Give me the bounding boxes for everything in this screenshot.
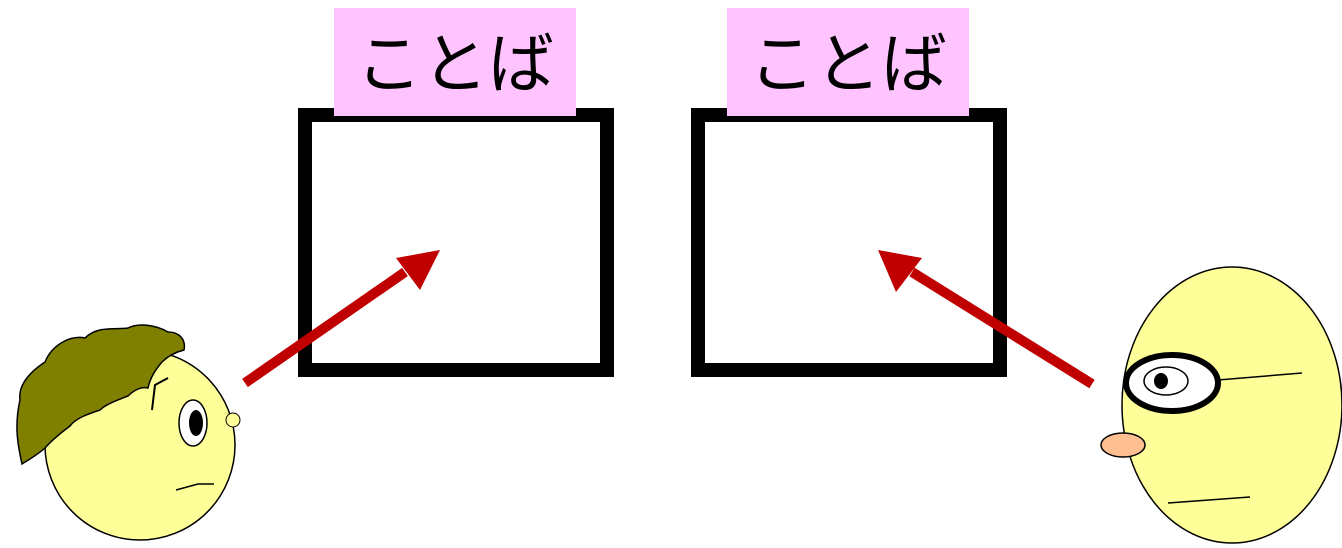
right-word-label: ことば — [749, 26, 947, 103]
left-word-box — [298, 108, 614, 377]
right-word-box — [691, 108, 1007, 377]
left-label-background — [334, 8, 576, 116]
boy-face-icon — [16, 324, 241, 541]
left-gaze-arrow — [242, 250, 440, 388]
right-label-background — [727, 8, 969, 116]
glasses-man-face-icon — [1100, 266, 1342, 544]
left-word-label: ことば — [356, 26, 554, 103]
right-gaze-arrow — [878, 250, 1095, 389]
